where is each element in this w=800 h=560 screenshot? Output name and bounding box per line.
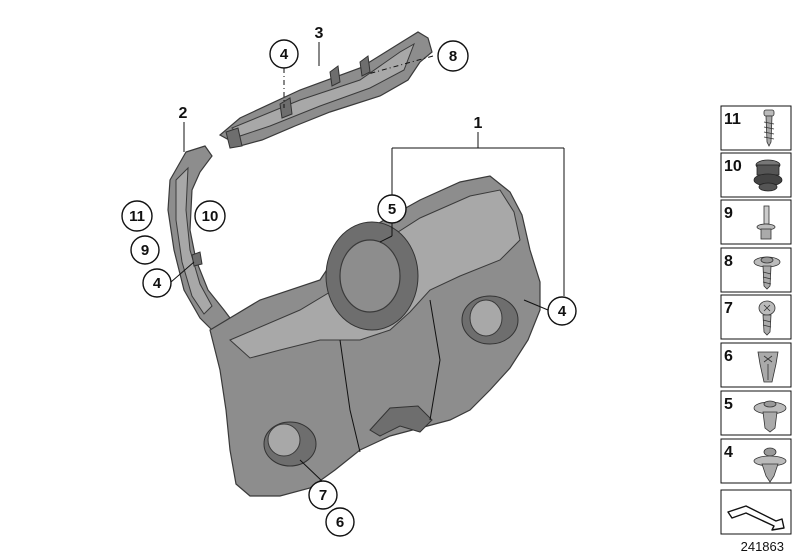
callout-6-label: 6 bbox=[336, 514, 344, 531]
callout-7-label: 7 bbox=[319, 487, 327, 504]
fastener-legend: 11 10 9 bbox=[720, 105, 792, 535]
callout-4-right: 4 bbox=[547, 296, 577, 326]
part-label-3: 3 bbox=[315, 25, 324, 42]
callout-4-right-label: 4 bbox=[558, 303, 567, 320]
legend-number: 4 bbox=[724, 444, 733, 461]
callout-8: 8 bbox=[437, 40, 469, 72]
legend-row: 9 bbox=[720, 199, 792, 245]
callout-10: 10 bbox=[194, 200, 226, 232]
orientation-arrow bbox=[720, 489, 792, 535]
callout-8-label: 8 bbox=[449, 48, 457, 65]
callout-9: 9 bbox=[130, 235, 160, 265]
push-clip-icon bbox=[753, 447, 787, 483]
callout-4-top-label: 4 bbox=[280, 46, 289, 63]
legend-row: 4 bbox=[720, 438, 792, 484]
legend-number: 9 bbox=[724, 205, 733, 222]
legend-row: 5 bbox=[720, 390, 792, 436]
pan-screw-icon bbox=[758, 300, 776, 336]
leader-lines bbox=[170, 42, 565, 483]
diagram-id: 241863 bbox=[741, 539, 784, 554]
callout-7: 7 bbox=[308, 480, 338, 510]
callout-11: 11 bbox=[121, 200, 153, 232]
callout-4-left: 4 bbox=[142, 268, 172, 298]
callout-5: 5 bbox=[377, 194, 407, 224]
side-trim-strip bbox=[167, 145, 231, 331]
callout-4-left-label: 4 bbox=[153, 275, 162, 292]
legend-row: 6 bbox=[720, 342, 792, 388]
callout-9-label: 9 bbox=[141, 242, 149, 259]
callout-11-label: 11 bbox=[129, 208, 145, 225]
part-label-1: 1 bbox=[474, 115, 483, 132]
part-label-2: 2 bbox=[179, 105, 188, 122]
upper-trim-strip bbox=[218, 31, 433, 149]
screw-icon bbox=[763, 109, 775, 147]
legend-row: 11 bbox=[720, 105, 792, 151]
callout-5-label: 5 bbox=[388, 201, 396, 218]
direction-arrow-icon bbox=[727, 505, 785, 531]
callout-6: 6 bbox=[325, 507, 355, 537]
legend-row: 10 bbox=[720, 152, 792, 198]
clip-nut-icon bbox=[757, 351, 779, 383]
expanding-rivet-icon bbox=[753, 400, 787, 433]
washer-screw-icon bbox=[753, 256, 781, 290]
legend-number: 8 bbox=[724, 253, 733, 270]
legend-row: 8 bbox=[720, 247, 792, 293]
legend-number: 5 bbox=[724, 396, 733, 413]
tailgate-trim-panel bbox=[209, 175, 541, 497]
legend-number: 10 bbox=[724, 158, 742, 175]
rivet-icon bbox=[756, 205, 776, 240]
legend-row: 7 bbox=[720, 294, 792, 340]
legend-number: 11 bbox=[724, 111, 741, 128]
legend-number: 6 bbox=[724, 348, 733, 365]
callout-4-top: 4 bbox=[269, 39, 299, 69]
grommet-icon bbox=[753, 159, 783, 192]
legend-number: 7 bbox=[724, 300, 733, 317]
callout-10-label: 10 bbox=[202, 208, 219, 225]
